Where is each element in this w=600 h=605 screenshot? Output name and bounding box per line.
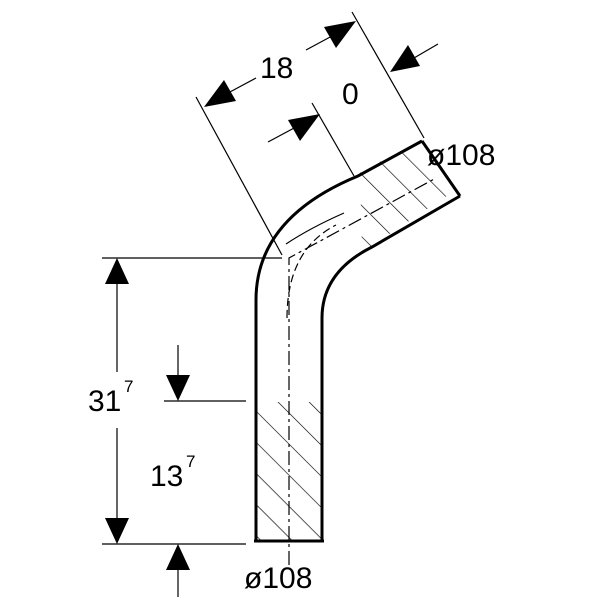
- pipe-top-end: [420, 140, 462, 197]
- inner-curve-dashed: [286, 224, 337, 319]
- arrow-down-insert-depth: [166, 375, 190, 401]
- label-top-offset: 0: [342, 78, 359, 111]
- dim-leader-0-right: [413, 43, 439, 59]
- label-insert-depth: 13: [150, 460, 183, 493]
- ext-line-18-right: [351, 11, 425, 139]
- arrow-down-total-height: [105, 518, 129, 544]
- pipe-outer-wall: [254, 139, 423, 541]
- label-bottom-diameter: ø108: [244, 562, 312, 595]
- hatched-upper-section: [360, 140, 456, 252]
- ext-line-0: [311, 102, 355, 177]
- arrow-0-right: [390, 45, 420, 72]
- label-total-height: 31: [88, 385, 121, 418]
- label-top-diameter: ø108: [427, 139, 495, 172]
- label-total-height-sup: 7: [124, 377, 133, 396]
- pipe-inner-wall: [320, 194, 461, 541]
- dim-line-18-right: [305, 35, 333, 51]
- arrow-0-left: [288, 114, 320, 141]
- dim-line-18-left: [227, 77, 257, 94]
- dim-leader-0-left: [267, 126, 297, 143]
- arrow-up-total-height: [105, 258, 129, 284]
- arrow-18-right: [324, 21, 356, 48]
- pipe-centerline: [288, 177, 437, 565]
- inner-curve-solid: [285, 212, 345, 245]
- label-insert-depth-sup: 7: [186, 452, 195, 471]
- ext-line-18-left: [195, 96, 283, 256]
- arrow-up-insert-depth: [166, 544, 190, 570]
- label-top-length: 18: [260, 52, 293, 85]
- arrow-18-left: [204, 80, 236, 107]
